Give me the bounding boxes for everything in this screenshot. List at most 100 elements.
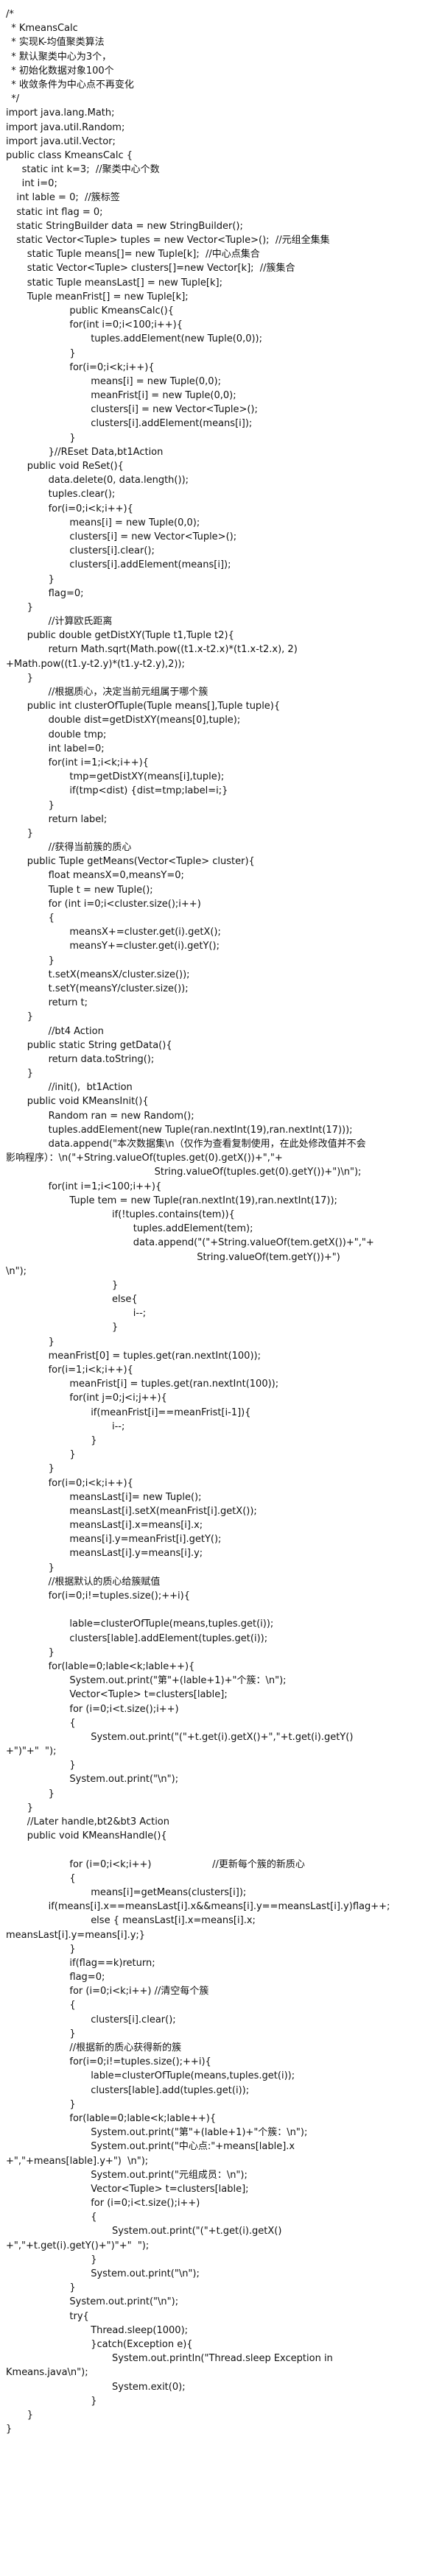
code-line: if(means[i].x==meansLast[i].x&&means[i].… [48, 1901, 390, 1913]
code-line: } [48, 1646, 55, 1658]
code-line: tmp=getDistXY(means[i],tuple); [69, 771, 225, 783]
code-line: } [112, 1322, 119, 1334]
code-line: else { meansLast[i].x=means[i].x; [91, 1915, 256, 1927]
code-line: data.delete(0, data.length()); [48, 475, 189, 486]
code-line: static Tuple means[]= new Tuple[k]; //中心… [27, 249, 260, 261]
code-line: public static String getData(){ [27, 1039, 172, 1051]
code-line: clusters[i] = new Vector<Tuple>(); [69, 531, 237, 542]
code-line: public double getDistXY(Tuple t1,Tuple t… [27, 630, 234, 642]
code-line: for(i=0;i<k;i++){ [69, 361, 155, 373]
code-line: int i=0; [21, 178, 57, 190]
code-line: } [27, 1802, 34, 1814]
code-line: return data.toString(); [48, 1053, 155, 1065]
code-line: Vector<Tuple> t=clusters[lable]; [69, 1689, 228, 1701]
code-line: Random ran = new Random(); [48, 1110, 194, 1122]
code-line: } [27, 601, 34, 613]
code-line: meanFrist[i] = new Tuple(0,0); [91, 390, 236, 402]
code-line: lable=clusterOfTuple(means,tuples.get(i)… [91, 2070, 295, 2082]
code-line: } [91, 1434, 97, 1446]
code-line: import java.util.Random; [6, 121, 125, 133]
code-line: System.exit(0); [112, 2381, 186, 2393]
code-line: if(tmp<dist) {dist=tmp;label=i;} [69, 785, 228, 797]
code-line: else{ [112, 1294, 138, 1306]
code-line: double dist=getDistXY(means[0],tuple); [48, 715, 241, 726]
code-line: t.setY(meansY/cluster.size()); [48, 983, 189, 994]
code-line: * 初始化数据对象100个 [11, 65, 114, 77]
code-line: for(i=0;i!=tuples.size();++i){ [48, 1590, 190, 1602]
code-line: } [48, 799, 55, 811]
code-line: clusters[lable].addElement(tuples.get(i)… [69, 1632, 268, 1644]
code-line: t.setX(meansX/cluster.size()); [48, 969, 190, 980]
code-line: } [69, 1449, 76, 1461]
code-line: return Math.sqrt(Math.pow((t1.x-t2.x)*(t… [48, 644, 298, 656]
code-line: meansX+=cluster.get(i).getX(); [69, 927, 221, 938]
code-line: +","+t.get(i).getY()+")"+" "); [6, 2240, 150, 2251]
code-line: if(flag==k)return; [69, 1957, 155, 1969]
code-line: //Later handle,bt2&bt3 Action [27, 1816, 170, 1827]
code-line: flag=0; [69, 1972, 105, 1984]
code-line: try{ [69, 2310, 89, 2322]
code-line: public int clusterOfTuple(Tuple means[],… [27, 701, 281, 712]
code-line: public void KMeansHandle(){ [27, 1830, 167, 1842]
code-line: for (i=0;i<t.size();i++) [91, 2198, 200, 2209]
code-line: clusters[i] = new Vector<Tuple>(); [91, 404, 258, 416]
code-line: clusters[i].addElement(means[i]); [91, 418, 253, 430]
code-line: } [69, 1760, 76, 1772]
code-line: //根据新的质心获得新的簇 [69, 2042, 182, 2053]
code-line: meanFrist[0] = tuples.get(ran.nextInt(10… [48, 1350, 261, 1362]
code-line: System.out.print("("+t.get(i).getX() [112, 2226, 282, 2237]
code-line: tuples.clear(); [48, 489, 116, 500]
code-line: } [69, 347, 76, 359]
code-line: if(meanFrist[i]==meanFrist[i-1]){ [91, 1406, 251, 1418]
code-line: public Tuple getMeans(Vector<Tuple> clus… [27, 856, 255, 868]
code-line: } [48, 1336, 55, 1348]
code-line: //根据质心，决定当前元组属于哪个簇 [48, 687, 208, 698]
code-line: clusters[i].clear(); [91, 2014, 176, 2025]
code-line: System.out.print("\n"); [69, 2296, 179, 2308]
code-line: System.out.print("\n"); [69, 1774, 179, 1786]
code-line: for (i=0;i<k;i++) //更新每个簇的新质心 [69, 1858, 305, 1870]
code-line: for(int i=1;i<k;i++){ [48, 757, 149, 768]
code-line: System.out.print("元组成员：\n"); [91, 2169, 248, 2181]
code-line: //计算欧氏距离 [48, 616, 113, 628]
code-line: for (i=0;i<t.size();i++) [69, 1703, 179, 1715]
code-line: meansLast[i].y=means[i].y; [69, 1548, 203, 1560]
code-line: for(lable=0;lable<k;lable++){ [48, 1660, 195, 1672]
code-line: for(i=1;i<k;i++){ [48, 1365, 133, 1376]
code-line: public void ReSet(){ [27, 461, 124, 472]
code-line: } [69, 432, 76, 444]
code-line [0, 1843, 442, 1857]
code-line: for(int j=0;j<i;j++){ [69, 1393, 167, 1404]
code-line: means[i] = new Tuple(0,0); [69, 517, 200, 528]
code-line: * 收敛条件为中心点不再变化 [11, 79, 134, 91]
code-line: clusters[i].addElement(means[i]); [69, 559, 231, 571]
code-line: static int k=3; //聚类中心个数 [21, 164, 160, 176]
code-line: i--; [133, 1308, 147, 1320]
code-line: for (int i=0;i<cluster.size();i++) [48, 898, 201, 910]
code-line: } [91, 2254, 97, 2265]
code-line: System.out.println("Thread.sleep Excepti… [112, 2353, 333, 2365]
code-line: meansY+=cluster.get(i).getY(); [69, 941, 220, 952]
code-line: } [27, 672, 34, 684]
code-line: } [69, 1943, 76, 1955]
code-line: } [6, 2424, 13, 2435]
code-line: means[i] = new Tuple(0,0); [91, 375, 222, 387]
code-line: data.append("本次数据集\n（仅作为查看复制使用，在此处修改值并不会 [48, 1139, 366, 1150]
code-line: static StringBuilder data = new StringBu… [16, 220, 243, 232]
code-line: static Tuple meansLast[] = new Tuple[k]; [27, 277, 222, 289]
code-line: } [48, 1788, 55, 1800]
code-line: } [27, 1068, 34, 1080]
code-line: } [91, 2395, 97, 2407]
code-line: lable=clusterOfTuple(means,tuples.get(i)… [69, 1618, 274, 1630]
code-line: Kmeans.java\n"); [6, 2367, 88, 2379]
code-line: import java.lang.Math; [6, 107, 115, 119]
code-line: //bt4 Action [48, 1025, 104, 1037]
code-line: return label; [48, 813, 108, 825]
code-line: 影响程序）：\n("+String.valueOf(tuples.get(0).… [6, 1153, 283, 1164]
code-line: clusters[i].clear(); [69, 545, 155, 557]
code-line: if(!tuples.contains(tem)){ [112, 1209, 235, 1220]
code-line [0, 1603, 442, 1617]
code-line: public KmeansCalc(){ [69, 305, 175, 316]
code-line: for (i=0;i<k;i++) //清空每个簇 [69, 1986, 209, 1998]
code-line: +Math.pow((t1.y-t2.y)*(t1.y-t2.y),2)); [6, 658, 185, 670]
